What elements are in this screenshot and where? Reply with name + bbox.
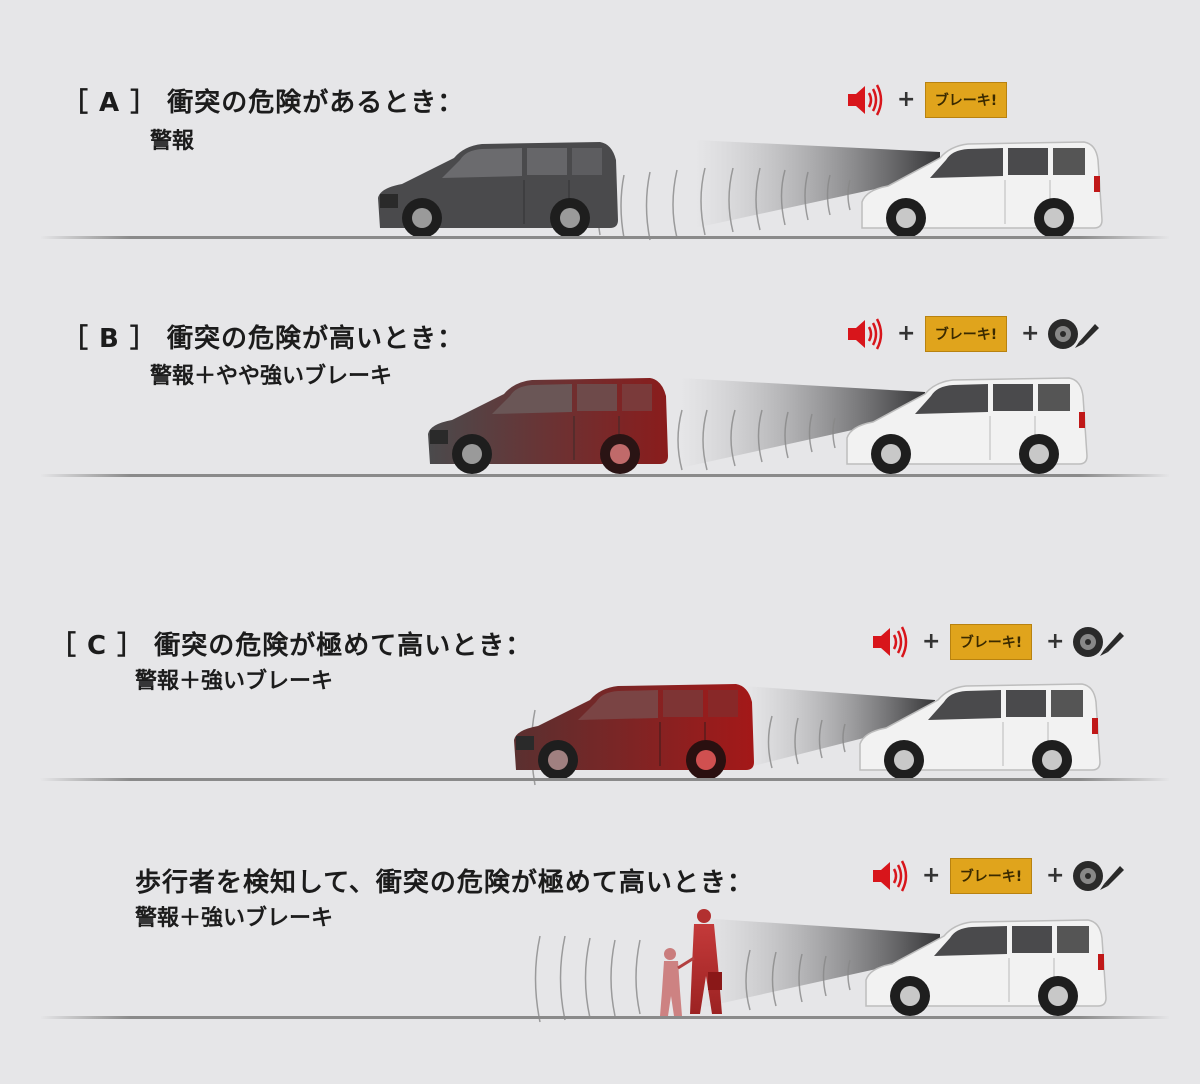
adult-body — [690, 924, 722, 1014]
pedestrian-figures — [652, 906, 742, 1026]
adult-head — [697, 909, 711, 923]
adult-bag — [708, 972, 722, 990]
own-vehicle — [862, 918, 1112, 1018]
child-head — [664, 948, 676, 960]
road-line — [40, 1016, 1170, 1019]
child-body — [660, 961, 682, 1016]
